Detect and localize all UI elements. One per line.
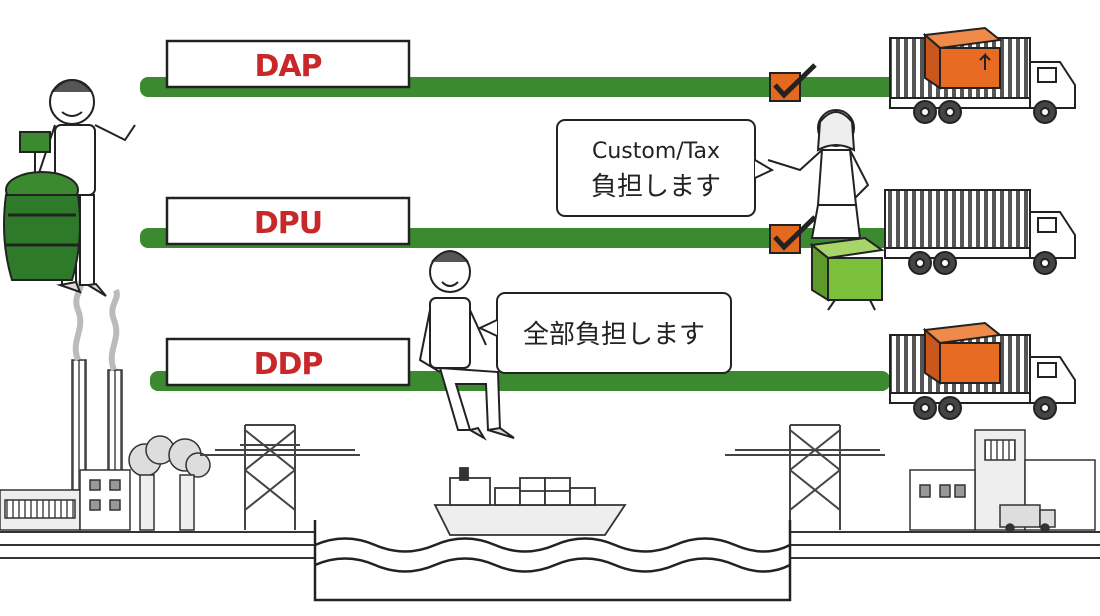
speech-bubble-seller: Custom/Tax 負担します — [556, 119, 775, 217]
speech-bubble-buyer: 全部負担します — [477, 292, 732, 374]
factory-icon — [909, 429, 1096, 533]
crane-icon — [200, 424, 360, 530]
worker-character — [418, 250, 515, 441]
background-left-factory — [0, 278, 211, 531]
bubble-line: 負担します — [591, 172, 721, 202]
checkbox-check-icon — [769, 215, 817, 254]
checkbox-check-icon — [769, 63, 817, 102]
term-label-box: DAP — [165, 39, 411, 89]
container-truck-icon — [884, 189, 1076, 275]
cargo-box-icon — [809, 236, 885, 311]
barrel-icon — [3, 131, 81, 281]
woman-character — [767, 109, 870, 239]
crane-icon — [725, 424, 885, 530]
term-label: DPU — [254, 206, 322, 241]
ship-icon — [433, 467, 627, 536]
cargo-box-icon — [922, 26, 1003, 90]
bubble-line: Custom/Tax — [592, 139, 720, 164]
ground — [0, 531, 1100, 559]
term-label-box: DPU — [165, 196, 411, 246]
cargo-box-icon — [922, 321, 1003, 385]
harbor-water — [313, 520, 792, 602]
term-label-box: DDP — [165, 337, 411, 387]
bubble-line: 全部負担します — [523, 320, 705, 350]
term-label: DDP — [254, 347, 323, 382]
term-label: DAP — [254, 49, 321, 84]
